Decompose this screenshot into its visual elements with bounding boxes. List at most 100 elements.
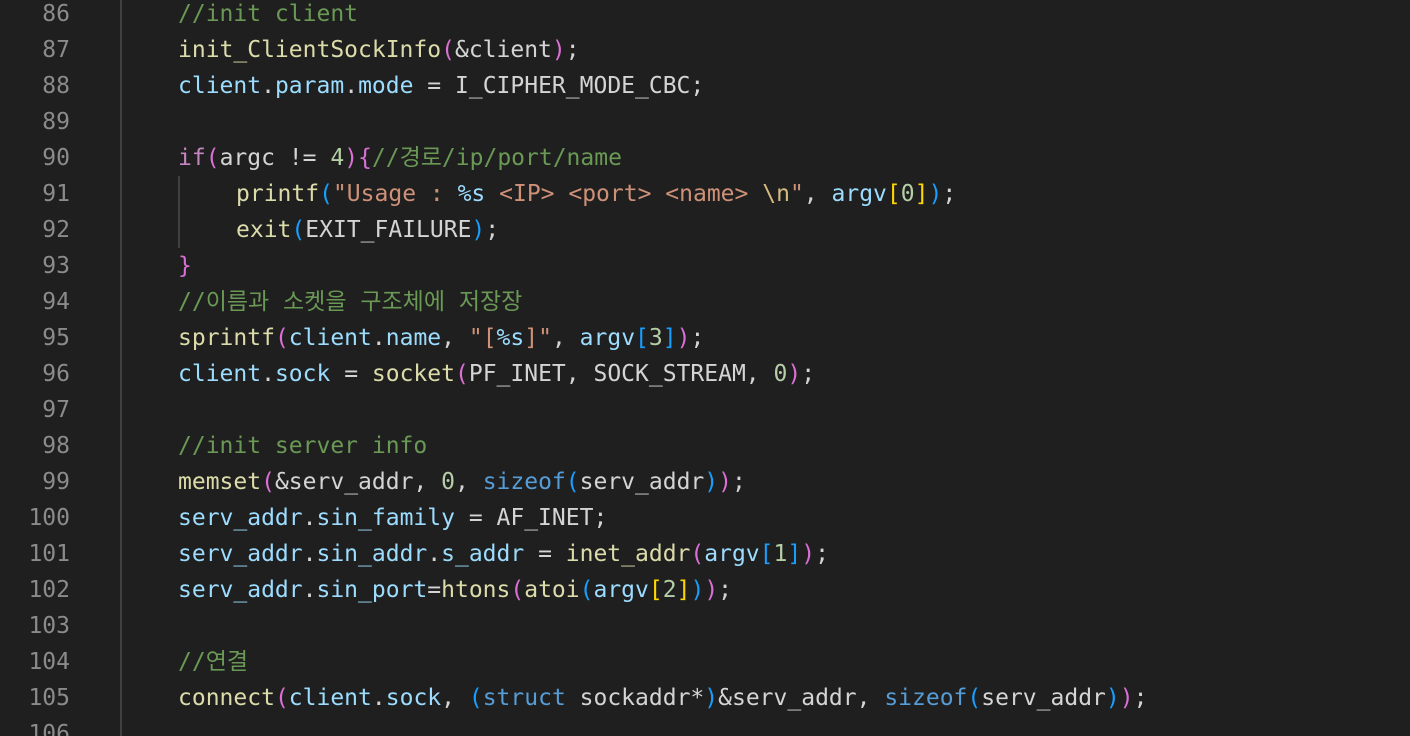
code-line[interactable]: connect(client.sock, (struct sockaddr*)&… bbox=[0, 680, 1410, 716]
code-line[interactable]: serv_addr.sin_family = AF_INET; bbox=[0, 500, 1410, 536]
code-line[interactable]: sprintf(client.name, "[%s]", argv[3]); bbox=[0, 320, 1410, 356]
code-token: sockaddr* bbox=[565, 685, 705, 711]
code-line[interactable]: serv_addr.sin_addr.s_addr = inet_addr(ar… bbox=[0, 536, 1410, 572]
code-token: ; bbox=[942, 181, 957, 207]
code-token: ( bbox=[274, 325, 289, 351]
code-token: ]" bbox=[524, 325, 552, 351]
code-token: if bbox=[178, 145, 206, 171]
line-number: 98 bbox=[42, 433, 70, 459]
code-line[interactable] bbox=[0, 392, 1410, 428]
code-line-content: sprintf(client.name, "[%s]", argv[3]); bbox=[178, 320, 704, 356]
code-token: , bbox=[454, 469, 483, 495]
code-token: serv_addr bbox=[981, 685, 1106, 711]
code-token: ) bbox=[676, 325, 691, 351]
code-line[interactable]: memset(&serv_addr, 0, sizeof(serv_addr))… bbox=[0, 464, 1410, 500]
code-token: = bbox=[427, 577, 442, 603]
code-token: sin_family bbox=[316, 505, 455, 531]
code-line[interactable]: //init server info bbox=[0, 428, 1410, 464]
code-token: client bbox=[178, 361, 262, 387]
code-token: ; bbox=[690, 325, 705, 351]
code-line-content: serv_addr.sin_port=htons(atoi(argv[2])); bbox=[178, 572, 732, 608]
code-token: atoi bbox=[524, 577, 580, 603]
code-line[interactable] bbox=[0, 608, 1410, 644]
line-number: 100 bbox=[28, 505, 70, 531]
code-token: //경로/ip/port/name bbox=[371, 145, 622, 171]
code-token: name bbox=[385, 325, 442, 351]
code-line-content: connect(client.sock, (struct sockaddr*)&… bbox=[178, 680, 1147, 716]
code-line-content: memset(&serv_addr, 0, sizeof(serv_addr))… bbox=[178, 464, 746, 500]
code-line[interactable]: init_ClientSockInfo(&client); bbox=[0, 32, 1410, 68]
code-token: sin_port bbox=[316, 577, 428, 603]
code-token: serv_addr bbox=[178, 505, 303, 531]
code-token: ] bbox=[662, 325, 677, 351]
code-line[interactable]: //init client bbox=[0, 0, 1410, 32]
code-line[interactable]: client.sock = socket(PF_INET, SOCK_STREA… bbox=[0, 356, 1410, 392]
code-token: &serv_addr, bbox=[274, 469, 442, 495]
code-token: . bbox=[302, 505, 317, 531]
code-token: ; bbox=[731, 469, 746, 495]
code-token: connect bbox=[178, 685, 275, 711]
code-token: mode bbox=[358, 73, 414, 99]
code-token: ; bbox=[565, 37, 580, 63]
code-token: inet_addr bbox=[565, 541, 691, 567]
line-number: 99 bbox=[42, 469, 70, 495]
code-token: 2 bbox=[662, 577, 677, 603]
code-token: ] bbox=[787, 541, 802, 567]
code-line[interactable]: //이름과 소켓을 구조체에 저장장 bbox=[0, 284, 1410, 320]
code-token: ( bbox=[441, 37, 455, 63]
code-token: , bbox=[551, 325, 580, 351]
code-token: sprintf bbox=[178, 325, 275, 351]
code-token: = I_CIPHER_MODE_CBC; bbox=[413, 73, 705, 99]
code-line[interactable]: client.param.mode = I_CIPHER_MODE_CBC; bbox=[0, 68, 1410, 104]
code-line-content: exit(EXIT_FAILURE); bbox=[236, 212, 499, 248]
line-number: 88 bbox=[42, 73, 70, 99]
code-line[interactable] bbox=[0, 716, 1410, 736]
code-line[interactable]: //연결 bbox=[0, 644, 1410, 680]
code-token: htons bbox=[441, 577, 511, 603]
code-token: = bbox=[330, 361, 372, 387]
code-token: 0 bbox=[900, 181, 915, 207]
line-number: 90 bbox=[42, 145, 70, 171]
code-line[interactable]: if(argc != 4){//경로/ip/port/name bbox=[0, 140, 1410, 176]
code-line-content: //이름과 소켓을 구조체에 저장장 bbox=[178, 284, 522, 320]
code-token: argv bbox=[831, 181, 887, 207]
code-token: [ bbox=[759, 541, 774, 567]
code-line-content: //연결 bbox=[178, 644, 248, 680]
code-token: %s bbox=[457, 181, 486, 207]
code-line[interactable]: } bbox=[0, 248, 1410, 284]
code-token: serv_addr bbox=[579, 469, 705, 495]
code-token: //이름과 소켓을 구조체에 저장장 bbox=[178, 289, 523, 315]
line-number: 94 bbox=[42, 289, 70, 315]
code-token: ) bbox=[787, 361, 802, 387]
code-token: "Usage : bbox=[332, 181, 458, 207]
code-token: client bbox=[288, 685, 372, 711]
code-line-content: printf("Usage : %s <IP> <port> <name> \n… bbox=[236, 176, 956, 212]
code-token: PF_INET, SOCK_STREAM, bbox=[468, 361, 774, 387]
code-token: argv bbox=[593, 577, 649, 603]
code-token: ] bbox=[914, 181, 929, 207]
line-number: 96 bbox=[42, 361, 70, 387]
code-line[interactable]: serv_addr.sin_port=htons(atoi(argv[2])); bbox=[0, 572, 1410, 608]
code-line-content: init_ClientSockInfo(&client); bbox=[178, 32, 580, 68]
code-token: socket bbox=[371, 361, 455, 387]
code-line-content: //init client bbox=[178, 0, 358, 32]
line-number: 101 bbox=[28, 541, 70, 567]
code-token: = AF_INET; bbox=[454, 505, 608, 531]
line-number: 95 bbox=[42, 325, 70, 351]
code-token: argv bbox=[704, 541, 760, 567]
code-token: [ bbox=[635, 325, 649, 351]
code-token: sin_addr bbox=[316, 541, 428, 567]
code-token: ) bbox=[344, 145, 359, 171]
code-token: = bbox=[524, 541, 566, 567]
code-line[interactable]: printf("Usage : %s <IP> <port> <name> \n… bbox=[0, 176, 1410, 212]
indent-guide-if-block bbox=[178, 176, 180, 248]
code-token: client bbox=[288, 325, 372, 351]
code-line[interactable] bbox=[0, 104, 1410, 140]
code-token: ) bbox=[801, 541, 816, 567]
code-token: client bbox=[178, 73, 262, 99]
code-token: %s bbox=[496, 325, 525, 351]
code-line[interactable]: exit(EXIT_FAILURE); bbox=[0, 212, 1410, 248]
